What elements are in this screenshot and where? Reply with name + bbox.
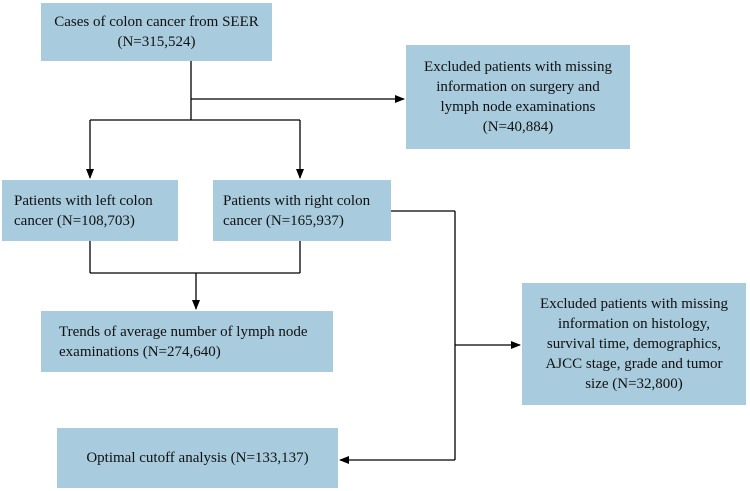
- cutoff-analysis-box: Optimal cutoff analysis (N=133,137): [57, 428, 338, 488]
- excluded-histology-text: Excluded patients with missing informati…: [540, 296, 728, 392]
- seer-cases-box: Cases of colon cancer from SEER (N=315,5…: [41, 3, 272, 61]
- excluded-surgery-text: Excluded patients with missing informati…: [424, 59, 612, 135]
- right-colon-text: Patients with right colon cancer (N=165,…: [223, 192, 371, 229]
- trends-text: Trends of average number of lymph node e…: [59, 323, 308, 360]
- seer-cases-text: Cases of colon cancer from SEER (N=315,5…: [54, 14, 259, 50]
- right-colon-box: Patients with right colon cancer (N=165,…: [213, 180, 391, 241]
- left-colon-box: Patients with left colon cancer (N=108,7…: [2, 180, 178, 241]
- left-colon-text: Patients with left colon cancer (N=108,7…: [14, 192, 153, 229]
- excluded-surgery-box: Excluded patients with missing informati…: [406, 45, 630, 149]
- excluded-histology-box: Excluded patients with missing informati…: [522, 283, 746, 405]
- trends-box: Trends of average number of lymph node e…: [41, 311, 333, 372]
- cutoff-analysis-text: Optimal cutoff analysis (N=133,137): [86, 450, 309, 466]
